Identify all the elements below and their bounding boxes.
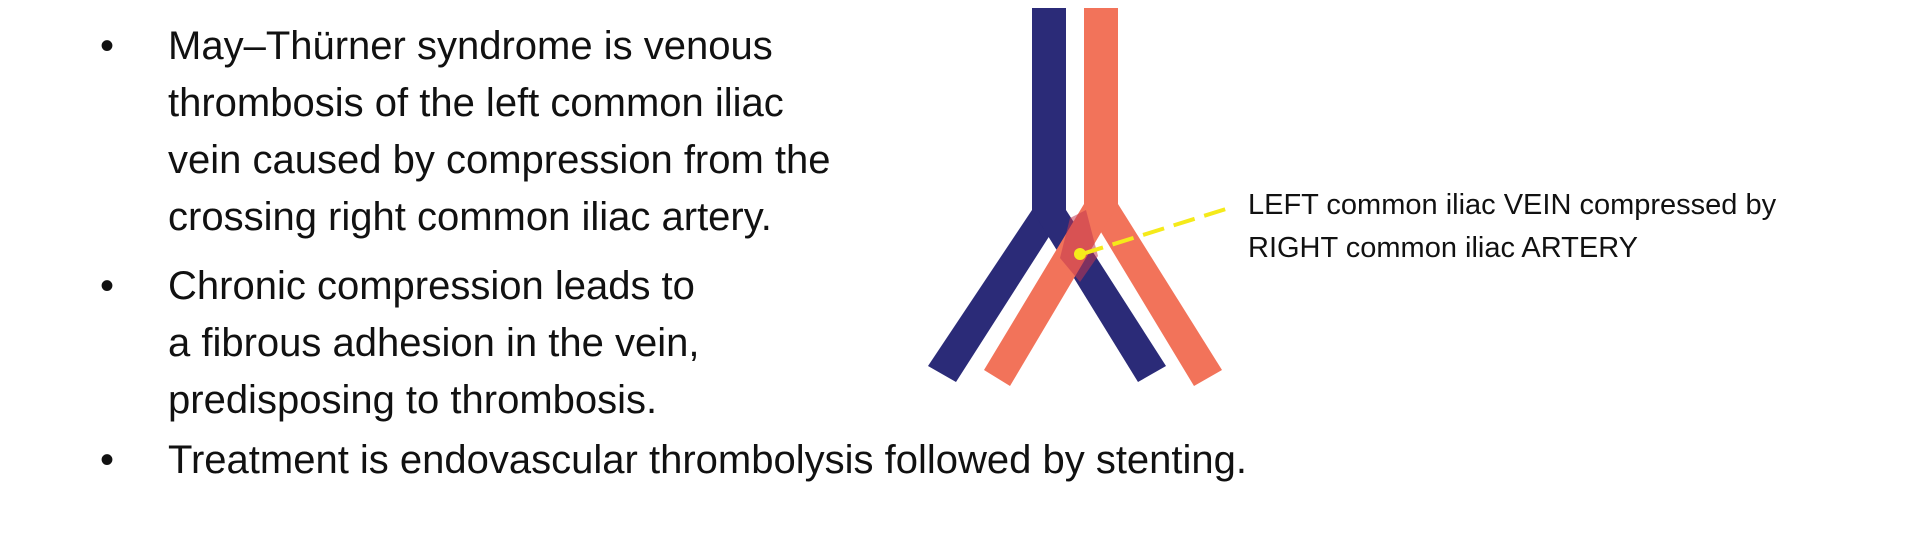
bullet-marker: •	[100, 24, 115, 68]
bullet-text: Treatment is endovascular thrombolysis f…	[168, 432, 1247, 489]
bullet-line: Treatment is endovascular thrombolysis f…	[168, 438, 1248, 482]
bullet-marker: •	[100, 264, 115, 308]
bullet-line: crossing right common iliac artery.	[168, 195, 772, 239]
bullet-line: vein caused by compression from the	[168, 138, 831, 182]
bullet-line: predisposing to thrombosis.	[168, 378, 658, 422]
vein-left-branch	[928, 210, 1066, 382]
bullet-marker: •	[100, 438, 115, 482]
vein-group	[928, 8, 1166, 382]
callout-label: LEFT common iliac VEIN compressed by RIG…	[1248, 184, 1776, 270]
pointer-line	[1081, 207, 1227, 256]
pointer-dot	[1074, 248, 1086, 260]
artery-group	[984, 8, 1222, 386]
bullet-text: Chronic compression leads to a fibrous a…	[168, 258, 699, 429]
artery-trunk	[1084, 8, 1118, 206]
bullet-text: May–Thürner syndrome is venous thrombosi…	[168, 18, 831, 246]
bullet-line: thrombosis of the left common iliac	[168, 81, 784, 125]
callout-line: LEFT common iliac VEIN compressed by	[1248, 189, 1777, 221]
bullet-line: a fibrous adhesion in the vein,	[168, 321, 700, 365]
bullet-line: Chronic compression leads to	[168, 264, 695, 308]
vein-trunk	[1032, 8, 1066, 214]
artery-right-branch	[1084, 204, 1222, 386]
compression-overlap	[1060, 210, 1098, 282]
callout-line: RIGHT common iliac ARTERY	[1248, 232, 1638, 264]
bullet-line: May–Thürner syndrome is venous	[168, 24, 773, 68]
